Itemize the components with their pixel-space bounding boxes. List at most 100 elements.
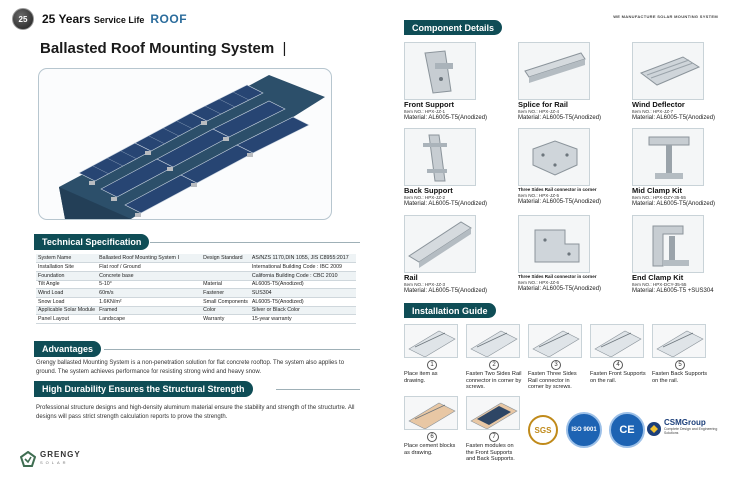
front-support-image bbox=[404, 42, 476, 100]
component-material: Material: AL6005-T5(Anodized) bbox=[404, 200, 488, 207]
technical-spec-heading-text: Technical Specification bbox=[42, 237, 142, 247]
service-life-label: Service Life bbox=[93, 15, 145, 25]
component-material: Material: AL6005-T5(Anodized) bbox=[518, 285, 602, 292]
component-item-number: Item NO.: HPX-DZY-35-55 bbox=[632, 195, 686, 200]
years-label: 25 Years bbox=[42, 12, 91, 26]
component-name: Three Sides Rail connector in corner bbox=[518, 187, 597, 192]
spec-cell-v2: SUS304 bbox=[249, 288, 356, 298]
installation-guide-heading-text: Installation Guide bbox=[412, 305, 488, 316]
component-name: Wind Deflector bbox=[632, 100, 685, 109]
spec-cell-v2: California Building Code : CBC 2010 bbox=[249, 271, 356, 281]
component-details-heading: Component Details bbox=[404, 20, 503, 35]
component-material: Material: AL6005-T5(Anodized) bbox=[518, 114, 602, 121]
spec-cell-k2 bbox=[201, 271, 250, 281]
grengy-name: GRENGY bbox=[40, 450, 81, 459]
component-item-number: Item NO.: HPX-JZ-2 bbox=[404, 195, 446, 200]
back-support-image bbox=[404, 128, 476, 186]
spec-cell-k2: Material bbox=[201, 280, 250, 290]
sgs-label: SGS bbox=[534, 425, 552, 435]
grengy-logo: GRENGY SOLAR bbox=[20, 451, 81, 467]
advantages-text: Grengy ballasted Mounting System is a no… bbox=[36, 360, 345, 375]
spec-cell-v1: 60m/s bbox=[97, 288, 202, 298]
hero-product-image bbox=[38, 68, 332, 220]
durability-divider bbox=[276, 389, 360, 390]
component-item-number: Item NO.: HPX-JZ-6 bbox=[518, 280, 560, 285]
component-name: Mid Clamp Kit bbox=[632, 186, 682, 195]
spec-cell-v2: International Building Code : IBC 2009 bbox=[249, 262, 356, 272]
ballasted-array-illustration bbox=[59, 75, 325, 219]
rail-image bbox=[404, 215, 476, 273]
spec-cell-k1: System Name bbox=[36, 254, 98, 264]
csm-subtitle: Complete Design and Engineering Solution… bbox=[664, 427, 718, 435]
medal-number: 25 bbox=[18, 14, 28, 24]
spec-cell-v2: Silver or Black Color bbox=[249, 306, 356, 316]
csm-name: CSMGroup bbox=[664, 418, 706, 427]
mid-clamp-kit-image bbox=[632, 128, 704, 186]
title-separator: | bbox=[278, 40, 287, 57]
spec-cell-k2: Design Standard bbox=[201, 254, 250, 264]
component-item-number: Item NO.: HPX-JZ-3 bbox=[404, 282, 446, 287]
step-text: Fasten Back Supports on the rail. bbox=[652, 371, 708, 384]
step-number: 6 bbox=[427, 432, 437, 442]
spec-cell-k2: Color bbox=[201, 306, 250, 316]
install-step-diagram bbox=[404, 324, 458, 358]
csm-group-logo: CSMGroup Complete Design and Engineering… bbox=[646, 418, 726, 440]
iso-label: ISO 9001 bbox=[571, 427, 597, 433]
component-item-number: Item NO.: HPX-JZ-7 bbox=[632, 109, 674, 114]
ce-badge: CE bbox=[609, 412, 645, 448]
spec-cell-k1: Snow Load bbox=[36, 297, 98, 307]
advantages-divider bbox=[104, 349, 360, 350]
step-text: Fasten Two Sides Rail connector in corne… bbox=[466, 371, 522, 391]
component-material: Material: AL6005-T5(Anodized) bbox=[632, 200, 716, 207]
durability-text: Professional structure designs and high-… bbox=[36, 405, 355, 420]
component-item-number: Item NO.: HPX-JZ-5 bbox=[518, 193, 560, 198]
years-service-life: 25 Years Service Life bbox=[42, 12, 144, 26]
spec-cell-k2: Fastener bbox=[201, 288, 250, 298]
step-text: Fasten modules on the Front Supports and… bbox=[466, 443, 515, 463]
spec-cell-k1: Applicable Solar Module bbox=[36, 306, 98, 316]
iso-badge: ISO 9001 bbox=[566, 412, 602, 448]
manufacture-tagline: WE MANUFACTURE SOLAR MOUNTING SYSTEM bbox=[613, 14, 718, 19]
spec-cell-v2: AS/NZS 1170,DIN 1055, JIS C8955:2017 bbox=[249, 254, 356, 264]
component-item-number: Item NO.: HPX-JZ-4 bbox=[518, 109, 560, 114]
spec-cell-v2: 15-year warranty bbox=[249, 314, 356, 324]
spec-cell-v1: 5-10° bbox=[97, 280, 202, 290]
spec-cell-k1: Tilt Angle bbox=[36, 280, 98, 290]
step-number: 2 bbox=[489, 360, 499, 370]
spec-cell-v1: Concrete base bbox=[97, 271, 202, 281]
ce-label: CE bbox=[619, 424, 635, 436]
three-sides-connector-b-image bbox=[518, 215, 590, 273]
step-text: Fasten Three Sides Rail connector in cor… bbox=[528, 371, 577, 391]
spec-cell-k2 bbox=[201, 262, 250, 272]
component-name: Back Support bbox=[404, 186, 453, 195]
component-name: Three Sides Rail connector in corner bbox=[518, 274, 597, 279]
spec-cell-v1: Flat roof / Ground bbox=[97, 262, 202, 272]
component-name: Rail bbox=[404, 273, 418, 282]
csm-mark-icon bbox=[647, 422, 661, 436]
spec-cell-k2: Small Components bbox=[201, 297, 250, 307]
three-sides-connector-a-image bbox=[518, 128, 590, 186]
brand-bar: 25 25 Years Service Life ROOF bbox=[12, 6, 187, 32]
installation-guide-heading: Installation Guide bbox=[404, 303, 496, 318]
component-item-number: Item NO.: HPX-DCY-35-55 bbox=[632, 282, 687, 287]
step-text: Place item as drawing. bbox=[404, 371, 438, 384]
